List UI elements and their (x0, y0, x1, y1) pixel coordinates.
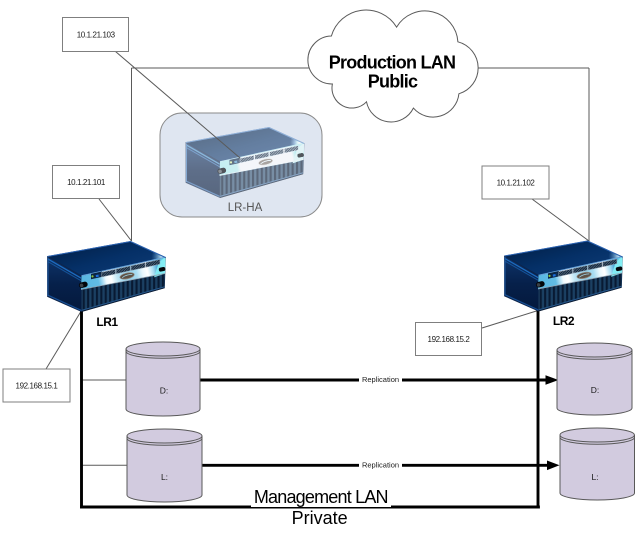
svg-text:10.1.21.103: 10.1.21.103 (77, 31, 116, 40)
svg-text:D:: D: (160, 386, 169, 396)
svg-text:LR1: LR1 (96, 315, 118, 329)
svg-text:10.1.21.102: 10.1.21.102 (497, 179, 536, 188)
svg-text:L:: L: (161, 472, 168, 482)
svg-text:Management LAN: Management LAN (254, 487, 388, 507)
svg-text:LR2: LR2 (553, 314, 575, 328)
svg-text:Replication: Replication (362, 461, 399, 470)
svg-text:Replication: Replication (362, 375, 399, 384)
svg-text:192.168.15.1: 192.168.15.1 (16, 382, 59, 391)
svg-text:Production LAN: Production LAN (329, 53, 456, 73)
svg-text:L:: L: (591, 472, 598, 482)
svg-text:Private: Private (292, 508, 348, 528)
svg-text:10.1.21.101: 10.1.21.101 (67, 178, 106, 187)
svg-text:192.168.15.2: 192.168.15.2 (428, 335, 471, 344)
svg-text:D:: D: (591, 385, 600, 395)
svg-text:LR-HA: LR-HA (228, 202, 263, 214)
svg-text:Public: Public (368, 72, 418, 92)
